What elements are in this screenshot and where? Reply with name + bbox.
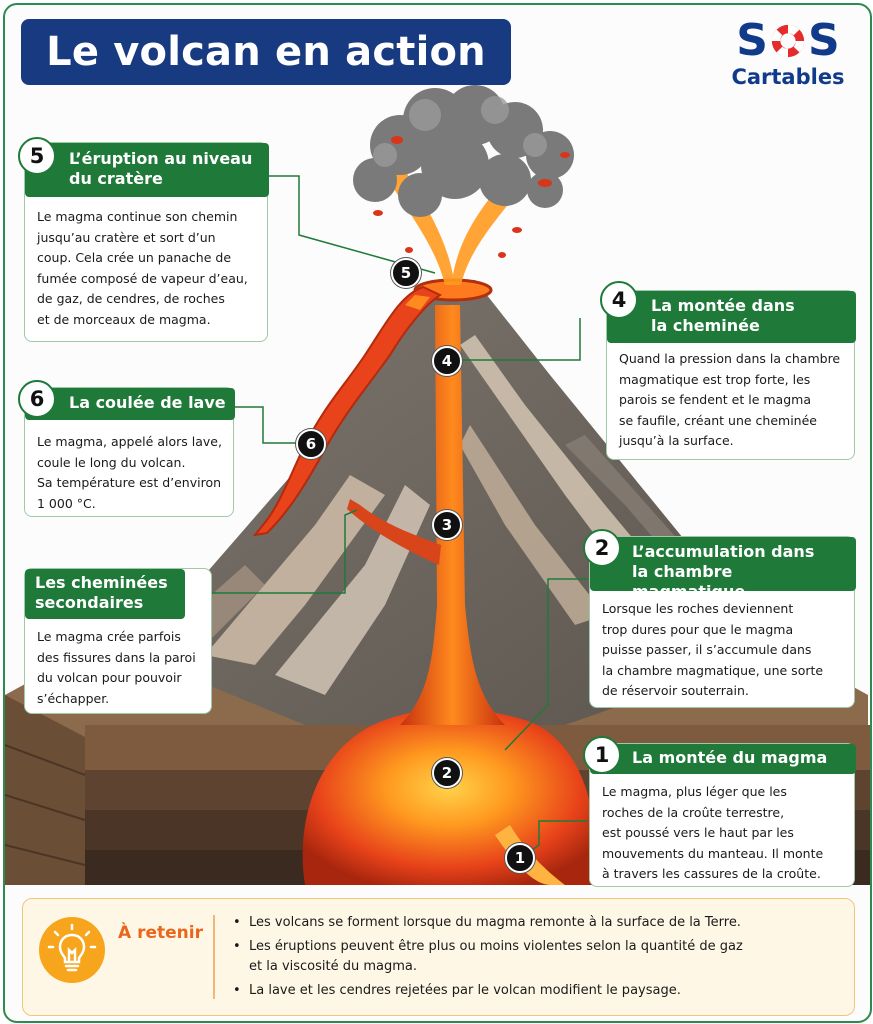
card-conduit-rise-title: La montée dans la cheminée [607,291,856,343]
card-magma-rise-title: La montée du magma [590,744,856,774]
lava-flow [252,285,443,537]
card-eruption-title: L’éruption au niveau du cratère [25,143,269,197]
lava-bombs [373,136,570,258]
ground-front [5,695,85,885]
card-magma-chamber-text: Lorsque les roches deviennent trop dures… [602,601,824,698]
card-eruption: L’éruption au niveau du cratère Le magma… [24,142,269,342]
key-point: Les volcans se forment lorsque du magma … [233,913,833,933]
lightbulb-icon [39,917,105,983]
marker-2: 2 [432,758,462,788]
key-points-list: Les volcans se forment lorsque du magma … [233,913,833,1005]
step-badge-4: 4 [600,281,638,319]
key-point: La lave et les cendres rejetées par le v… [233,981,833,1001]
volcano-illustration [5,85,870,885]
card-lava-flow-title: La coulée de lave [25,388,235,420]
step-badge-1: 1 [583,736,621,774]
card-conduit-rise: La montée dans la cheminée Quand la pres… [606,290,856,460]
step-badge-2: 2 [583,529,621,567]
magma-chamber [302,708,595,885]
marker-3: 3 [432,510,462,540]
lifebuoy-icon [771,24,805,58]
card-secondary-chimneys-title: Les cheminées secondaires [25,569,185,619]
connector-lines [180,175,588,856]
logo-sos: S S [736,15,840,66]
card-magma-rise: La montée du magma Le magma, plus léger … [589,743,856,887]
poster-frame: Le volcan en action S S Cartables L’érup… [3,3,872,1023]
step-badge-6: 6 [18,380,56,418]
card-lava-flow-text: Le magma, appelé alors lave, coule le lo… [37,434,222,511]
card-magma-rise-text: Le magma, plus léger que les roches de l… [602,784,824,881]
key-points-divider [213,915,215,999]
marker-1: 1 [505,843,535,873]
key-points-box: À retenir Les volcans se forment lorsque… [22,898,855,1016]
marker-6: 6 [296,429,326,459]
card-eruption-text: Le magma continue son chemin jusqu’au cr… [37,209,248,327]
card-magma-chamber: L’accumulation dans la chambre magmatiqu… [589,536,856,708]
marker-4: 4 [432,346,462,376]
card-secondary-chimneys-text: Le magma crée parfois des fissures dans … [37,629,196,706]
card-magma-chamber-title: L’accumulation dans la chambre magmatiqu… [590,537,856,601]
key-points-title: À retenir [118,923,203,943]
step-badge-5: 5 [18,137,56,175]
page-title: Le volcan en action [21,19,511,85]
card-lava-flow: La coulée de lave Le magma, appelé alors… [24,387,235,517]
marker-5: 5 [391,258,421,288]
card-secondary-chimneys: Les cheminées secondaires Le magma crée … [24,568,212,714]
sos-cartables-logo: S S Cartables [723,17,853,97]
secondary-chimney [347,499,441,565]
key-point: Les éruptions peuvent être plus ou moins… [233,937,833,977]
card-conduit-rise-text: Quand la pression dans la chambre magmat… [619,351,841,448]
logo-cartables: Cartables [731,65,845,89]
